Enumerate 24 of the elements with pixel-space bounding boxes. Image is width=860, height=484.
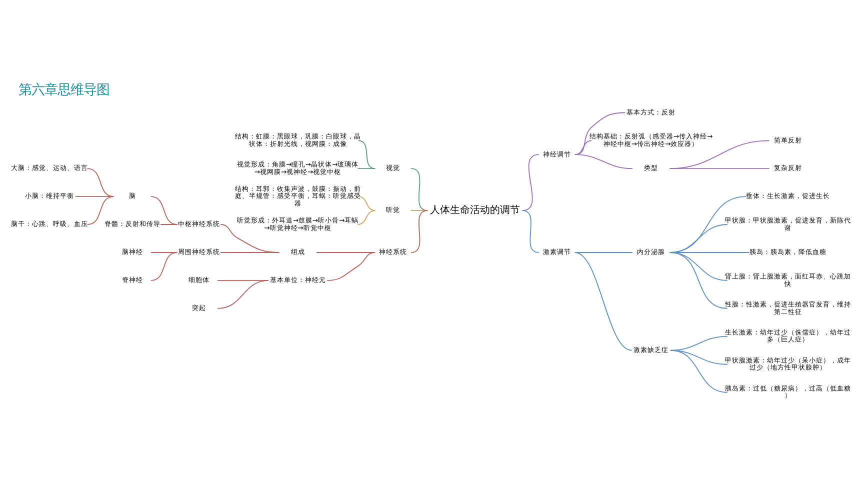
connector bbox=[86, 196, 114, 224]
connector bbox=[574, 140, 592, 155]
connector bbox=[220, 224, 280, 252]
connector bbox=[150, 252, 178, 280]
connector bbox=[150, 196, 178, 224]
connector bbox=[670, 349, 728, 392]
connector bbox=[358, 196, 376, 210]
connector bbox=[522, 154, 540, 210]
connector bbox=[669, 168, 770, 169]
connector bbox=[358, 140, 376, 169]
node-text: 人体生命活动的调节 bbox=[430, 204, 520, 216]
connector bbox=[669, 140, 770, 169]
connector bbox=[522, 210, 540, 252]
connector bbox=[574, 154, 633, 169]
diagram-title: 第六章思维导图 bbox=[18, 82, 110, 98]
connector bbox=[574, 252, 632, 350]
connector bbox=[217, 280, 269, 308]
connector bbox=[410, 210, 428, 252]
connector bbox=[574, 112, 626, 155]
connector bbox=[357, 168, 376, 169]
connector bbox=[669, 252, 728, 308]
connector bbox=[326, 252, 376, 280]
connector bbox=[410, 168, 428, 210]
connector bbox=[357, 210, 376, 224]
